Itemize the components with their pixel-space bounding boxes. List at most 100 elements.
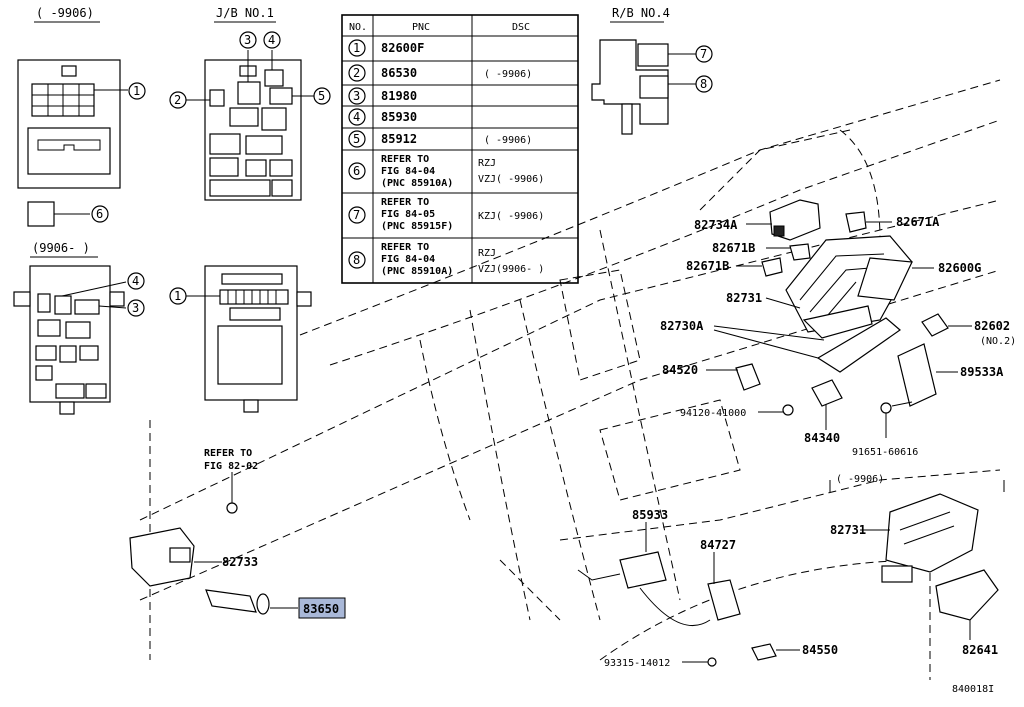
svg-text:(PNC 85915F): (PNC 85915F) <box>381 221 453 232</box>
table-col-no: NO. <box>349 22 367 33</box>
svg-text:3: 3 <box>132 301 139 315</box>
svg-text:FIG 84-04: FIG 84-04 <box>381 254 435 265</box>
svg-text:2: 2 <box>174 93 181 107</box>
jb-relay-diagram <box>186 265 312 413</box>
jb-new-range-label: (9906- ) <box>32 241 90 255</box>
label-82731: 82731 <box>726 291 762 305</box>
svg-text:RZJ: RZJ <box>478 248 496 259</box>
svg-text:8: 8 <box>700 77 707 91</box>
label-82641: 82641 <box>962 643 998 657</box>
svg-text:7: 7 <box>700 47 707 61</box>
pnc-table: NO. PNC DSC 1 82600F 2 86530 ( -9906) 3 … <box>341 14 579 284</box>
table-row: 3 81980 <box>348 87 417 105</box>
table-row: 6 REFER TO FIG 84-04 (PNC 85910A) RZJ VZ… <box>348 154 544 189</box>
main-assembly <box>706 199 972 438</box>
callout-1-top: 1 <box>128 82 146 100</box>
svg-text:1: 1 <box>353 41 360 55</box>
label-84550: 84550 <box>802 643 838 657</box>
label-82600G: 82600G <box>938 261 981 275</box>
label-82731-old-range: ( -9906) <box>836 474 884 485</box>
label-refer-line1: REFER TO <box>204 448 252 459</box>
label-82671B-1: 82671B <box>712 241 755 255</box>
svg-text:1: 1 <box>133 84 140 98</box>
label-93315-14012: 93315-14012 <box>604 658 670 669</box>
svg-text:REFER TO: REFER TO <box>381 197 429 208</box>
label-82733: 82733 <box>222 555 258 569</box>
label-85933: 85933 <box>632 508 668 522</box>
label-83650[interactable]: 83650 <box>303 602 339 616</box>
highlight-83650 <box>298 597 346 619</box>
jb-no1-diagram: J/B NO.1 <box>186 6 314 201</box>
label-82671A: 82671A <box>896 215 940 229</box>
label-84727: 84727 <box>700 538 736 552</box>
callout-4-mid: 4 <box>127 272 145 290</box>
label-91651-60616: 91651-60616 <box>852 447 918 458</box>
svg-text:RZJ: RZJ <box>478 158 496 169</box>
label-82602-sub: (NO.2) <box>980 336 1016 347</box>
svg-text:1: 1 <box>174 289 181 303</box>
svg-text:82600F: 82600F <box>381 41 424 55</box>
svg-text:5: 5 <box>353 132 360 146</box>
jb-new-diagram: (9906- ) <box>13 241 127 415</box>
inset-old-parts <box>829 480 1005 640</box>
label-82730A: 82730A <box>660 319 704 333</box>
label-84340: 84340 <box>804 431 840 445</box>
dashboard-outline <box>139 79 1001 680</box>
svg-text:2: 2 <box>353 66 360 80</box>
svg-text:4: 4 <box>353 110 360 124</box>
label-82671B-2: 82671B <box>686 259 729 273</box>
callout-1-mid: 1 <box>169 287 187 305</box>
label-refer-line2: FIG 82-02 <box>204 461 258 472</box>
jb-old-diagram: ( -9906) <box>17 6 128 227</box>
label-82602: 82602 <box>974 319 1010 333</box>
callout-3-mid: 3 <box>127 299 145 317</box>
jb-no1-label: J/B NO.1 <box>216 6 274 20</box>
svg-text:REFER TO: REFER TO <box>381 242 429 253</box>
svg-text:FIG 84-05: FIG 84-05 <box>381 209 435 220</box>
callout-4-top: 4 <box>263 31 281 49</box>
figure-code: 840018I <box>952 684 994 695</box>
callout-6: 6 <box>91 205 109 223</box>
rb-no4-diagram: R/B NO.4 <box>591 6 696 135</box>
svg-text:FIG 84-04: FIG 84-04 <box>381 166 435 177</box>
left-lower-parts <box>129 472 298 615</box>
svg-text:5: 5 <box>318 89 325 103</box>
svg-text:86530: 86530 <box>381 66 417 80</box>
table-col-pnc: PNC <box>412 22 430 33</box>
label-84520: 84520 <box>662 363 698 377</box>
table-row: 8 REFER TO FIG 84-04 (PNC 85910A) RZJ VZ… <box>348 242 544 277</box>
table-row: 7 REFER TO FIG 84-05 (PNC 85915F) KZJ( -… <box>348 197 544 232</box>
label-94120-41000: 94120-41000 <box>680 408 746 419</box>
svg-text:VZJ( -9906): VZJ( -9906) <box>478 174 544 185</box>
svg-text:( -9906): ( -9906) <box>484 69 532 80</box>
bottom-middle-parts <box>577 522 800 667</box>
callout-3-top: 3 <box>239 31 257 49</box>
svg-text:4: 4 <box>268 33 275 47</box>
svg-text:6: 6 <box>96 207 103 221</box>
svg-text:7: 7 <box>353 208 360 222</box>
svg-text:REFER TO: REFER TO <box>381 154 429 165</box>
svg-text:3: 3 <box>353 89 360 103</box>
callout-2: 2 <box>169 91 187 109</box>
callout-7: 7 <box>695 45 713 63</box>
svg-text:(PNC 85910A): (PNC 85910A) <box>381 266 453 277</box>
callout-8: 8 <box>695 75 713 93</box>
svg-text:85912: 85912 <box>381 132 417 146</box>
jb-old-range-label: ( -9906) <box>36 6 94 20</box>
label-89533A: 89533A <box>960 365 1004 379</box>
svg-text:81980: 81980 <box>381 89 417 103</box>
rb-no4-label: R/B NO.4 <box>612 6 670 20</box>
table-row: 1 82600F <box>348 39 424 57</box>
svg-text:3: 3 <box>244 33 251 47</box>
svg-text:8: 8 <box>353 253 360 267</box>
svg-text:85930: 85930 <box>381 110 417 124</box>
table-row: 5 85912 ( -9906) <box>348 130 532 148</box>
table-row: 4 85930 <box>348 108 417 126</box>
svg-text:( -9906): ( -9906) <box>484 135 532 146</box>
svg-text:(PNC 85910A): (PNC 85910A) <box>381 178 453 189</box>
label-82734A: 82734A <box>694 218 738 232</box>
callout-5: 5 <box>313 87 331 105</box>
table-col-dsc: DSC <box>512 22 530 33</box>
table-row: 2 86530 ( -9906) <box>348 64 532 82</box>
